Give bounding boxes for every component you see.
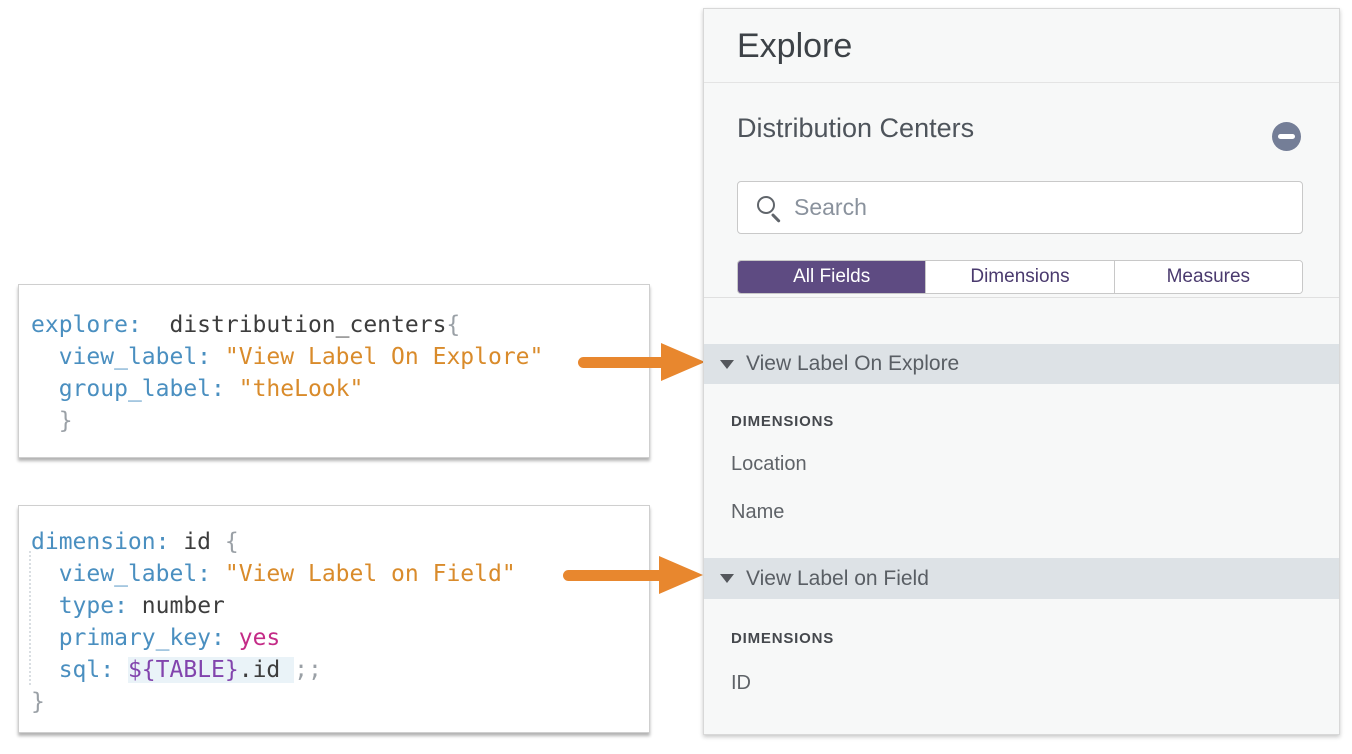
caret-down-icon bbox=[720, 574, 734, 583]
search-icon bbox=[757, 196, 775, 214]
arrow-shaft bbox=[578, 357, 669, 368]
header-divider bbox=[704, 82, 1339, 83]
view-group-header-field[interactable]: View Label on Field bbox=[704, 558, 1339, 599]
search-box bbox=[737, 181, 1303, 234]
field-item-id[interactable]: ID bbox=[731, 672, 751, 694]
caret-down-icon bbox=[720, 359, 734, 369]
arrow-head bbox=[661, 343, 705, 381]
page-title: Explore bbox=[737, 27, 853, 65]
collapse-view-minus-icon[interactable] bbox=[1272, 122, 1301, 151]
view-group-header-explore[interactable]: View Label On Explore bbox=[704, 344, 1339, 384]
arrow-field-label-icon bbox=[563, 556, 703, 594]
field-filter-tabs: All Fields Dimensions Measures bbox=[737, 260, 1303, 294]
arrow-shaft bbox=[563, 570, 667, 581]
arrow-head bbox=[659, 556, 703, 594]
view-group-label: View Label on Field bbox=[746, 566, 929, 590]
arrow-explore-label-icon bbox=[578, 343, 705, 381]
explore-name: Distribution Centers bbox=[737, 113, 975, 143]
dimensions-section-label: DIMENSIONS bbox=[731, 630, 835, 647]
tab-dimensions[interactable]: Dimensions bbox=[925, 261, 1114, 293]
explore-field-picker-panel: Explore Distribution Centers All Fields … bbox=[703, 8, 1340, 735]
field-item-location[interactable]: Location bbox=[731, 453, 807, 475]
search-input[interactable] bbox=[794, 182, 1294, 233]
code-indent-guide bbox=[29, 551, 31, 685]
tab-all-fields[interactable]: All Fields bbox=[738, 261, 926, 293]
view-group-label: View Label On Explore bbox=[746, 352, 960, 375]
code-text-explore: explore: distribution_centers{ view_labe… bbox=[31, 312, 544, 434]
code-block-dimension: dimension: id { view_label: "View Label … bbox=[18, 505, 650, 733]
code-block-explore: explore: distribution_centers{ view_labe… bbox=[18, 284, 650, 458]
dimensions-section-label: DIMENSIONS bbox=[731, 413, 835, 430]
toolbar-divider bbox=[704, 297, 1339, 298]
code-text-dimension: dimension: id { view_label: "View Label … bbox=[31, 529, 516, 715]
tab-measures[interactable]: Measures bbox=[1113, 261, 1302, 293]
field-item-name[interactable]: Name bbox=[731, 501, 785, 523]
